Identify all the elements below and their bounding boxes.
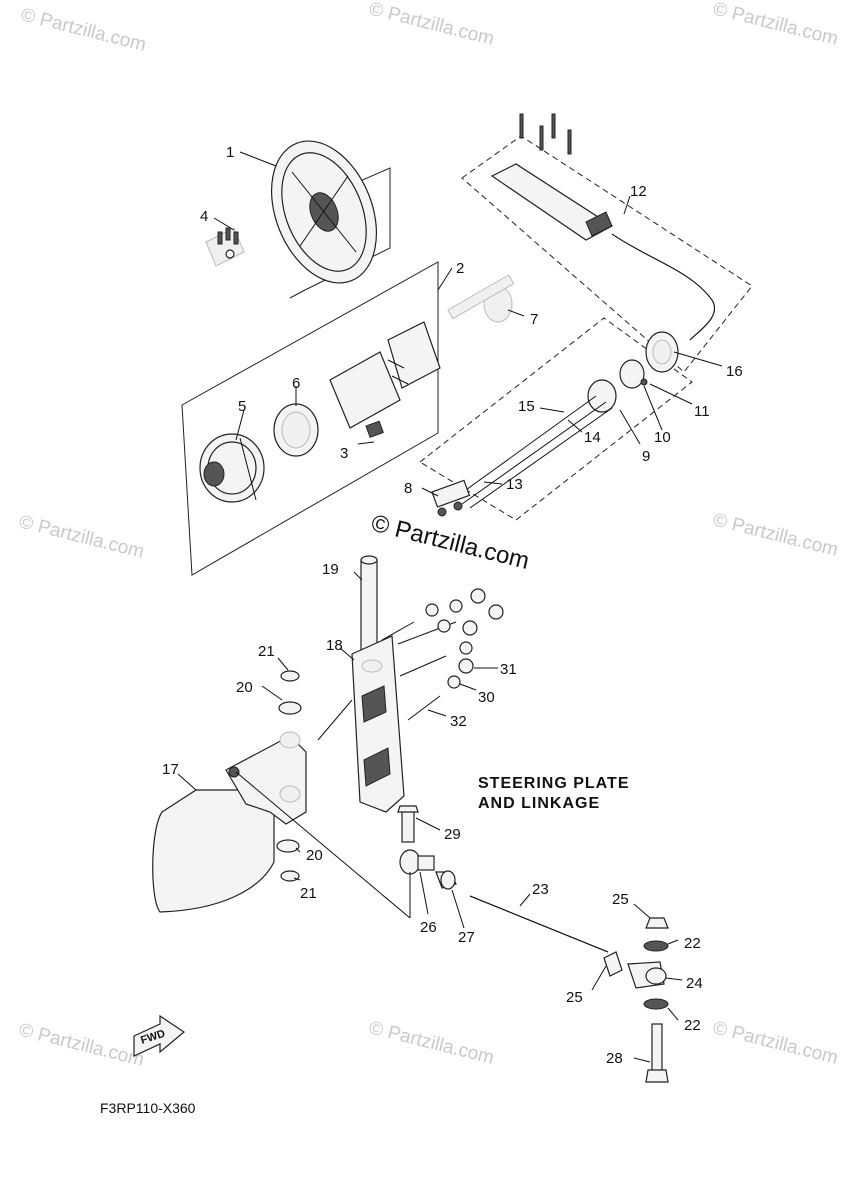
watermark: © Partzilla.com [367,0,496,50]
steering-cables [451,379,617,509]
hub-ring [273,403,319,457]
callout-28: 28 [606,1050,623,1067]
callout-10: 10 [654,429,671,446]
bracket-studs [381,621,457,721]
callout-27: 27 [458,929,475,946]
watermark: © Partzilla.com [367,1017,496,1068]
callout-30: 30 [478,689,495,706]
diagram-title-line1: STEERING PLATE [478,775,630,792]
watermark: © Partzilla.com [711,0,840,50]
callout-12: 12 [630,183,647,200]
callout-25-lower: 25 [566,989,583,1006]
steering-bracket [351,635,405,813]
cable-end-fittings [431,479,471,517]
callout-7: 7 [530,311,538,328]
callout-21: 21 [258,643,275,660]
callout-6: 6 [292,375,300,392]
callout-32: 32 [450,713,467,730]
callout-20-lower: 20 [306,847,323,864]
steering-wheel [270,140,378,284]
watermark: © Partzilla.com [711,1017,840,1068]
wheel-fasteners [205,227,245,267]
washers-and-nuts [425,588,504,689]
callout-26: 26 [420,919,437,936]
callout-24: 24 [686,975,703,992]
steering-column-mechanism [329,321,441,438]
callout-21-lower: 21 [300,885,317,902]
steering-plate [152,731,307,913]
watermarks: © Partzilla.com © Partzilla.com © Partzi… [17,0,840,1071]
callout-11: 11 [694,403,710,420]
callout-2: 2 [456,260,464,277]
callout-20: 20 [236,679,253,696]
callout-31: 31 [500,661,517,678]
callout-8: 8 [404,480,412,497]
leader-lines [177,151,723,1063]
callout-14: 14 [584,429,601,446]
linkage-joint-right [603,917,669,1083]
column-sleeve [447,274,515,323]
callout-1: 1 [226,144,234,161]
callout-23: 23 [532,881,549,898]
watermark-center: © Partzilla.com [369,510,532,575]
dash-group-9 [419,317,693,521]
watermark: © Partzilla.com [17,511,146,562]
callout-22: 22 [684,935,701,952]
callout-15: 15 [518,398,535,415]
callout-25: 25 [612,891,629,908]
assembly-frame-2 [181,261,439,576]
watermark: © Partzilla.com [19,4,148,55]
callout-3: 3 [340,445,348,462]
watermark: © Partzilla.com [711,509,840,560]
callouts: 1 2 3 4 5 6 7 8 9 10 11 12 13 14 15 16 1… [162,144,743,1067]
callout-19: 19 [322,561,339,578]
callout-22-lower: 22 [684,1017,701,1034]
callout-9: 9 [642,448,650,465]
callout-29: 29 [444,826,461,843]
hose-clamp [619,359,648,389]
callout-5: 5 [238,398,246,415]
callout-17: 17 [162,761,179,778]
linkage-joint-left [397,805,457,890]
tie-rod [469,895,609,953]
callout-4: 4 [200,208,208,225]
wheel-frame-leader [289,289,306,299]
callout-13: 13 [506,476,523,493]
callout-16: 16 [726,363,743,380]
diagram-code: F3RP110-X360 [100,1100,196,1116]
pivot-rod [360,555,378,651]
watermark: © Partzilla.com [17,1019,146,1070]
helm-unit [490,113,715,341]
cable-boot-16 [645,331,679,373]
diagram-title-line2: AND LINKAGE [478,795,600,812]
callout-18: 18 [326,637,343,654]
dash-group-12 [461,135,753,373]
fwd-arrow-icon: FWD [133,1014,186,1057]
steering-hub [199,433,265,503]
